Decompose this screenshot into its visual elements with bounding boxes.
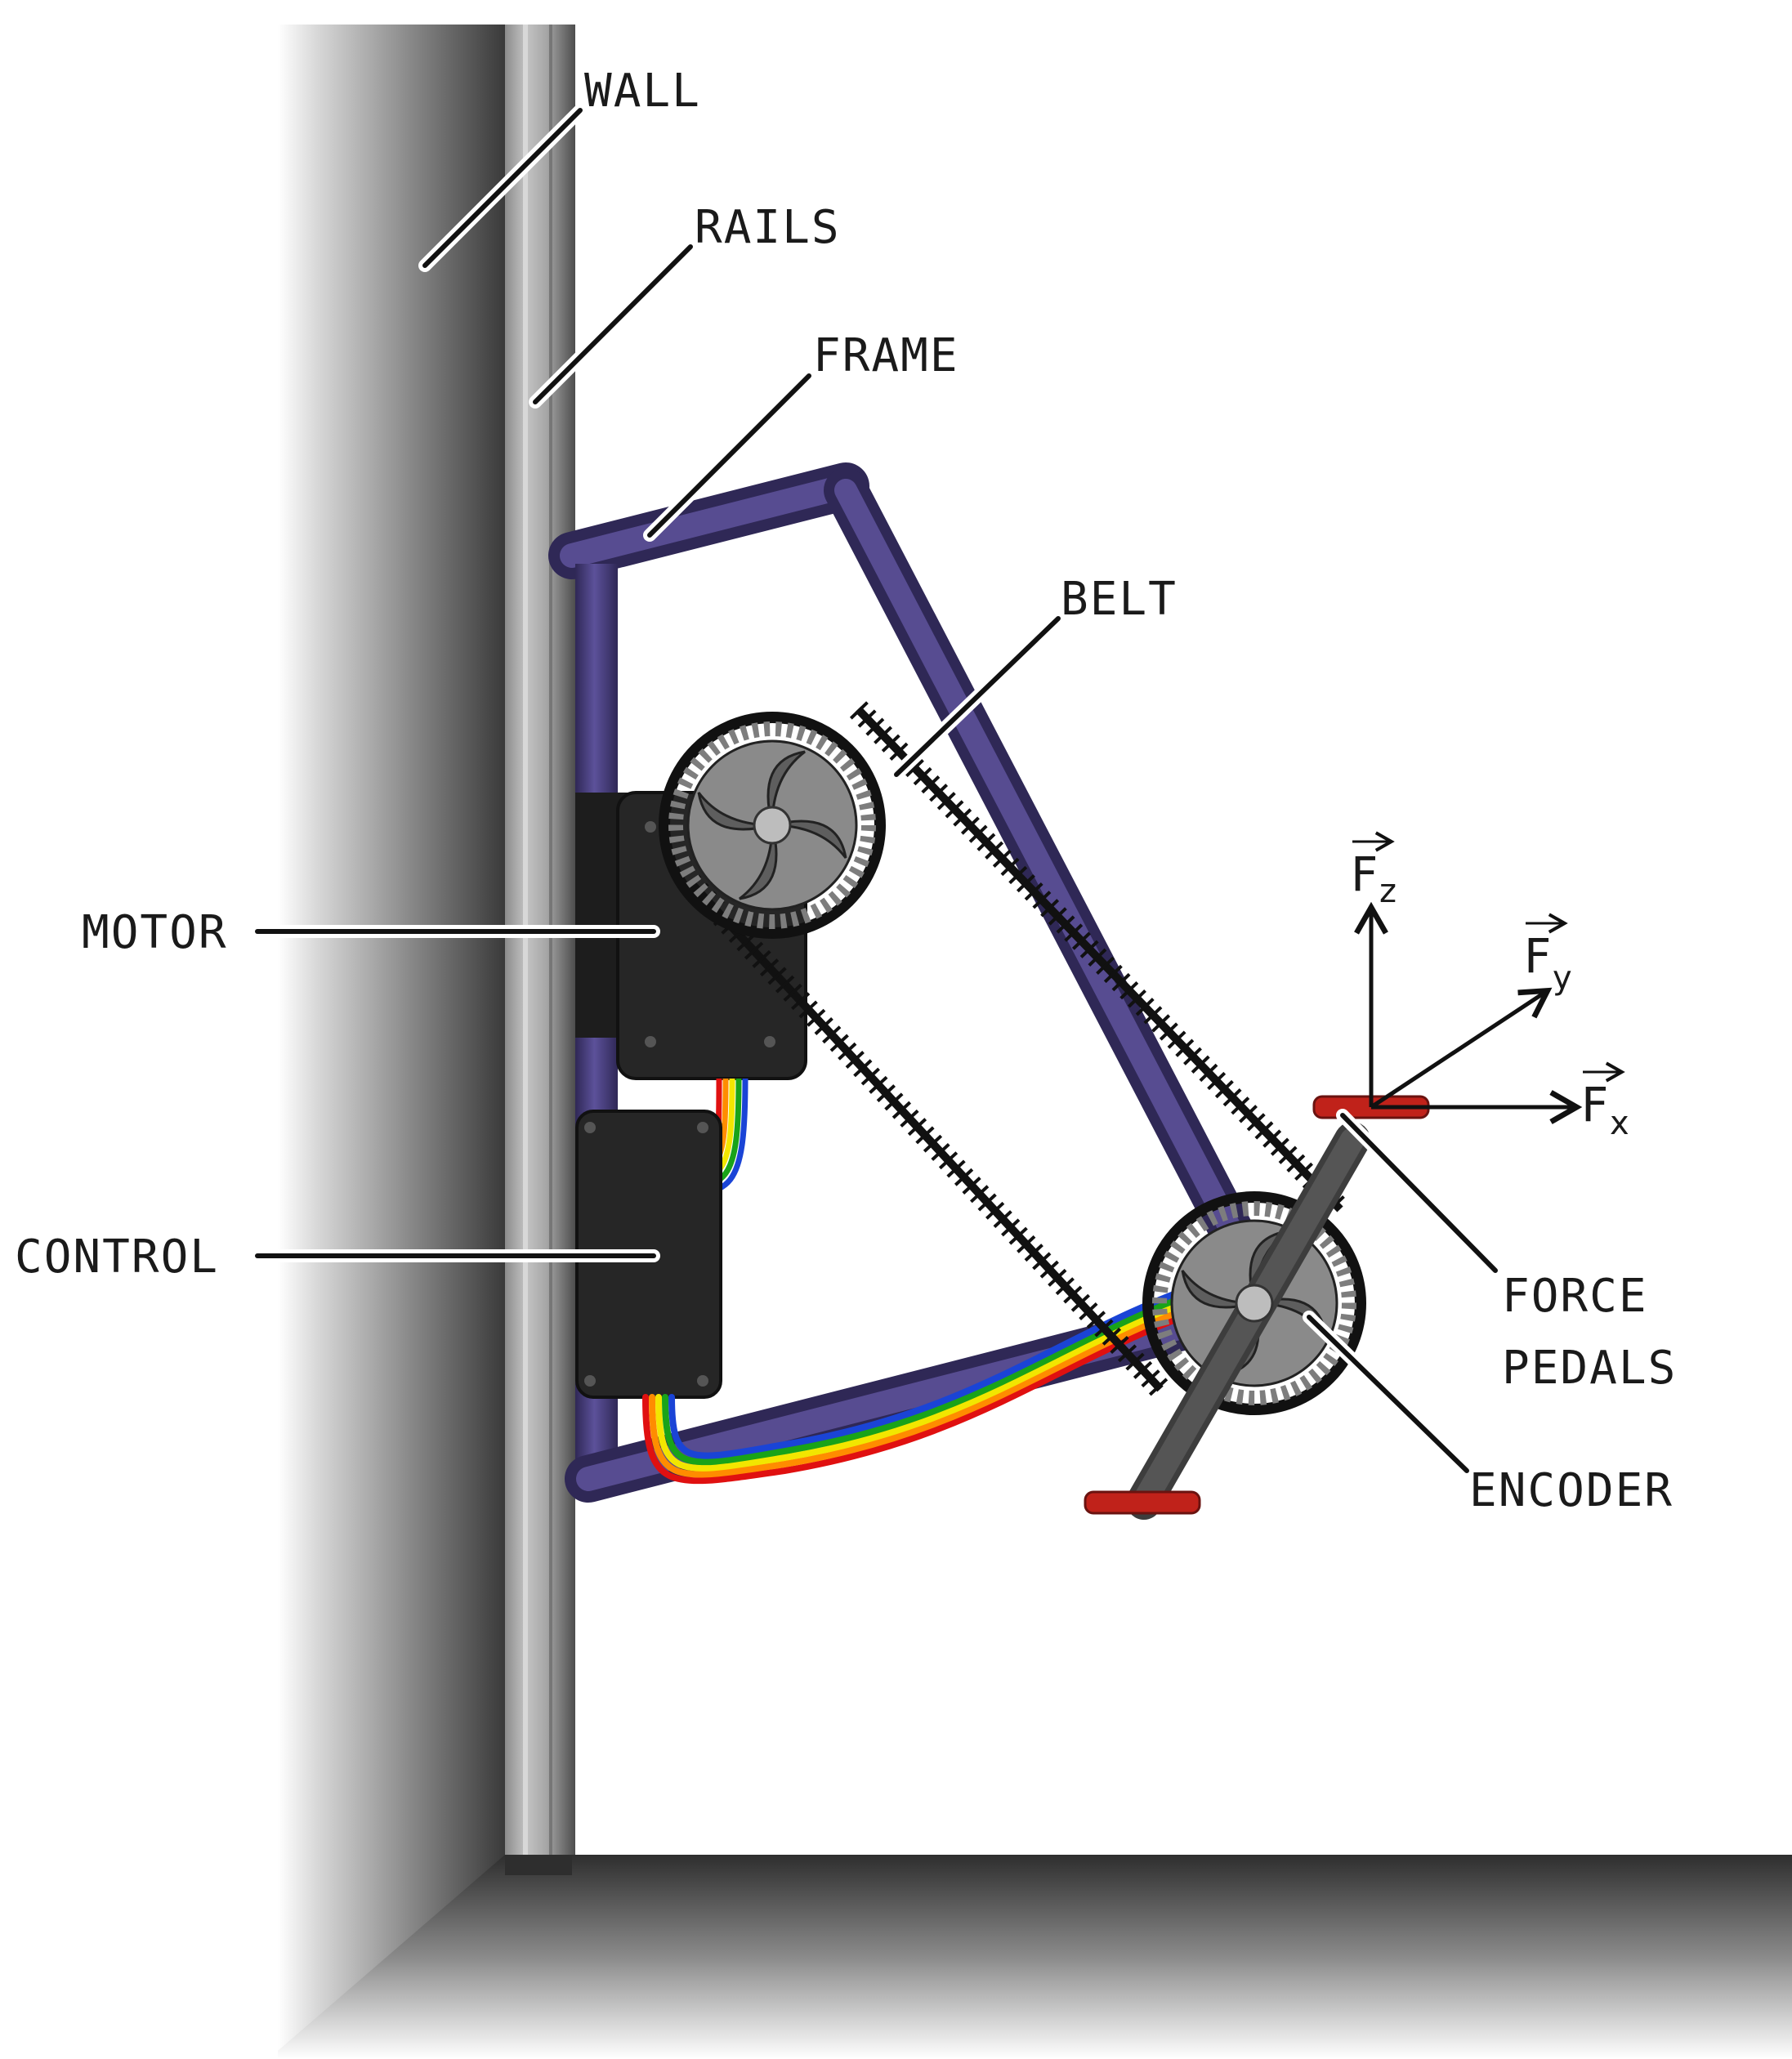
label-force-pedals-line2: PEDALS bbox=[1502, 1342, 1677, 1395]
force-label-x: F x bbox=[1581, 1061, 1629, 1142]
label-frame: FRAME bbox=[813, 329, 959, 382]
label-rails: RAILS bbox=[695, 201, 841, 254]
label-encoder: ENCODER bbox=[1469, 1464, 1674, 1517]
label-wall: WALL bbox=[584, 65, 701, 118]
force-axes bbox=[1354, 901, 1583, 1124]
svg-text:F: F bbox=[1524, 928, 1551, 984]
leader-lines bbox=[251, 104, 1502, 1477]
svg-text:z: z bbox=[1379, 873, 1397, 910]
svg-text:x: x bbox=[1610, 1105, 1629, 1142]
label-belt: BELT bbox=[1061, 573, 1178, 626]
label-force-pedals-line1: FORCE bbox=[1502, 1270, 1648, 1323]
crank-arm bbox=[1126, 1122, 1370, 1520]
pedal-bottom bbox=[1084, 1490, 1201, 1515]
svg-text:F: F bbox=[1351, 846, 1378, 902]
floor bbox=[278, 1855, 1792, 2059]
svg-text:F: F bbox=[1581, 1077, 1608, 1132]
svg-text:y: y bbox=[1553, 959, 1572, 997]
belt bbox=[681, 701, 1349, 1397]
rails bbox=[505, 25, 575, 1855]
force-label-y: F y bbox=[1524, 913, 1572, 997]
label-motor: MOTOR bbox=[82, 906, 228, 959]
force-label-z: F z bbox=[1351, 831, 1397, 910]
wall bbox=[278, 25, 505, 2051]
label-control: CONTROL bbox=[15, 1230, 219, 1284]
motor-sprocket bbox=[659, 712, 886, 939]
